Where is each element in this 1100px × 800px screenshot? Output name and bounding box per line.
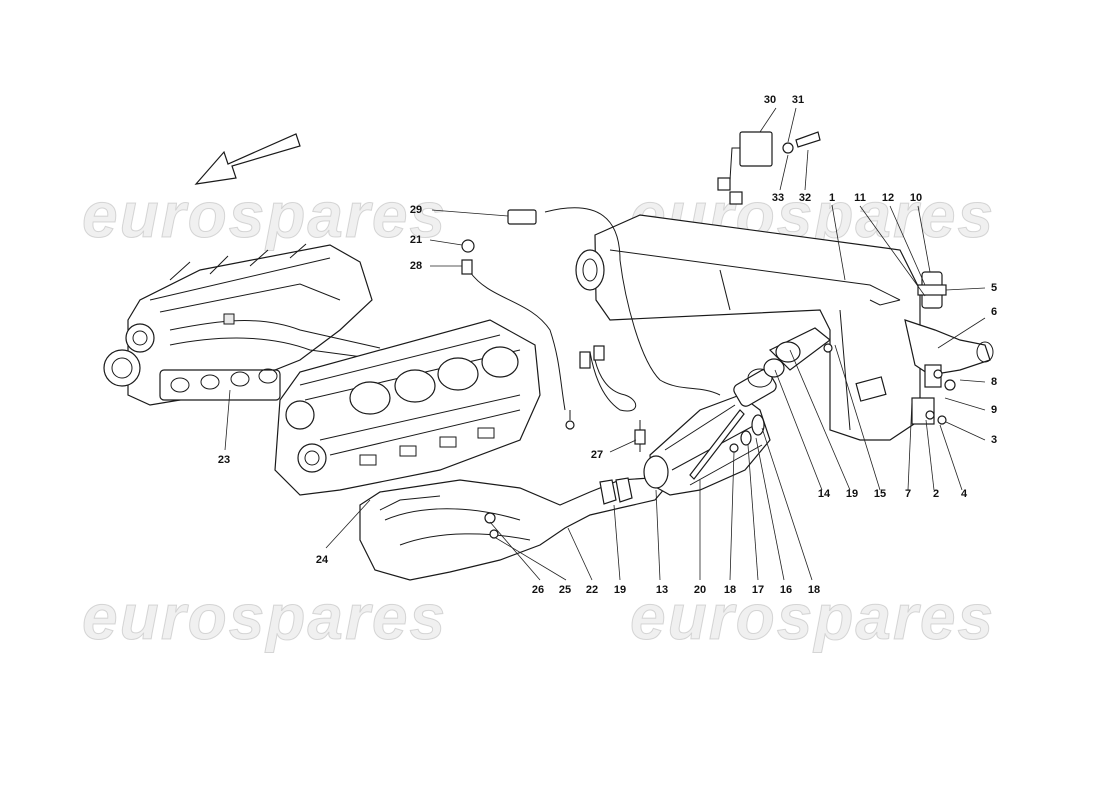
callout-13: 13 xyxy=(655,584,669,596)
callout-6: 6 xyxy=(990,306,998,318)
callout-26: 26 xyxy=(531,584,545,596)
oxygen-sensor-wiring xyxy=(461,207,721,452)
muffler xyxy=(575,214,921,441)
callout-21: 21 xyxy=(409,234,423,246)
callout-18-left: 18 xyxy=(723,584,737,596)
callout-28: 28 xyxy=(409,260,423,272)
callout-1: 1 xyxy=(828,192,836,204)
callout-27: 27 xyxy=(590,449,604,461)
callout-25: 25 xyxy=(558,584,572,596)
callout-18-right: 18 xyxy=(807,584,821,596)
front-direction-arrow-icon xyxy=(194,133,301,185)
clamps-and-gaskets xyxy=(689,409,765,480)
callout-33: 33 xyxy=(771,192,785,204)
right-cylinder-head xyxy=(274,319,541,496)
callout-9: 9 xyxy=(990,404,998,416)
callout-8: 8 xyxy=(990,376,998,388)
callout-19-upper: 19 xyxy=(845,488,859,500)
callout-3: 3 xyxy=(990,434,998,446)
callout-7: 7 xyxy=(904,488,912,500)
callout-20: 20 xyxy=(693,584,707,596)
callout-17: 17 xyxy=(751,584,765,596)
callout-leader-lines xyxy=(224,107,986,581)
callout-15: 15 xyxy=(873,488,887,500)
callout-16: 16 xyxy=(779,584,793,596)
callout-10: 10 xyxy=(909,192,923,204)
callout-19-lower: 19 xyxy=(613,584,627,596)
callout-29: 29 xyxy=(409,204,423,216)
connecting-pipe xyxy=(763,327,831,378)
callout-4: 4 xyxy=(960,488,968,500)
callout-32: 32 xyxy=(798,192,812,204)
callout-23: 23 xyxy=(217,454,231,466)
callout-14: 14 xyxy=(817,488,831,500)
front-exhaust-manifold xyxy=(359,477,666,581)
callout-5: 5 xyxy=(990,282,998,294)
callout-24: 24 xyxy=(315,554,329,566)
callout-31: 31 xyxy=(791,94,805,106)
tail-pipe-and-bracket xyxy=(904,271,994,425)
left-exhaust-manifold-assembly xyxy=(103,243,386,406)
relay-module xyxy=(717,131,821,205)
callout-12: 12 xyxy=(881,192,895,204)
callout-2: 2 xyxy=(932,488,940,500)
callout-11: 11 xyxy=(854,192,866,204)
callout-22: 22 xyxy=(585,584,599,596)
callout-30: 30 xyxy=(763,94,777,106)
